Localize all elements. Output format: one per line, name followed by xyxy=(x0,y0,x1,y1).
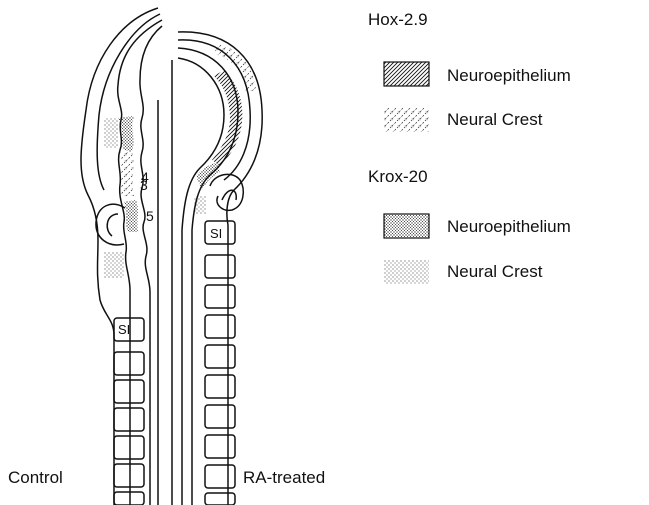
ra-krox20-neuroepithelium xyxy=(196,162,220,190)
ra-neural-tube-outer xyxy=(178,48,238,505)
legend-label-krox-neuroepithelium: Neuroepithelium xyxy=(447,217,571,236)
ra-treated-embryo-label: RA-treated xyxy=(243,468,325,487)
ra-somite-7 xyxy=(205,405,235,428)
control-hox-neuroepithelium-r4 xyxy=(120,152,134,196)
ra-otic-vesicle xyxy=(210,174,243,210)
ra-treated-embryo xyxy=(172,32,262,505)
legend-swatch-krox-neural-crest xyxy=(384,260,429,284)
legend-swatch-krox-neuroepithelium xyxy=(384,214,429,238)
control-embryo-label: Control xyxy=(8,468,63,487)
legend-swatch-hox-neural-crest xyxy=(384,108,429,132)
control-neural-tube-left xyxy=(118,20,162,505)
control-somite-6 xyxy=(114,464,144,487)
control-somite-7 xyxy=(114,492,144,505)
control-krox20-neural-crest-upper xyxy=(104,118,118,148)
control-somite-4 xyxy=(114,408,144,431)
ra-somite-8 xyxy=(205,435,235,458)
control-somite-label: SI xyxy=(118,322,130,337)
ra-somite-10 xyxy=(205,493,235,505)
legend: Hox-2.9 Neuroepithelium Neural Crest Kro… xyxy=(368,10,571,284)
ra-somite-2 xyxy=(205,255,235,278)
control-somite-2 xyxy=(114,352,144,375)
control-somite-5 xyxy=(114,436,144,459)
control-rhombomere-4-label: 4 xyxy=(141,169,149,185)
ra-krox20-neural-crest xyxy=(194,196,206,214)
legend-label-krox-neural-crest: Neural Crest xyxy=(447,262,543,281)
ra-somite-9 xyxy=(205,465,235,488)
control-somite-3 xyxy=(114,380,144,403)
control-somites xyxy=(114,318,144,505)
legend-gene-krox-20: Krox-20 xyxy=(368,167,428,186)
control-otic-vesicle xyxy=(96,204,125,245)
ra-somite-label: SI xyxy=(210,226,222,241)
ra-somites xyxy=(205,221,235,505)
control-krox20-neuroepithelium-r5 xyxy=(124,200,138,232)
legend-label-hox-neuroepithelium: Neuroepithelium xyxy=(447,66,571,85)
legend-gene-hox-2-9: Hox-2.9 xyxy=(368,10,428,29)
ra-somite-5 xyxy=(205,345,235,368)
control-krox20-neural-crest xyxy=(104,252,124,278)
ra-neural-tube-inner xyxy=(178,58,224,505)
ra-somite-6 xyxy=(205,375,235,398)
control-rhombomere-5-label: 5 xyxy=(146,208,154,224)
ra-somite-4 xyxy=(205,315,235,338)
ra-somite-3 xyxy=(205,285,235,308)
legend-label-hox-neural-crest: Neural Crest xyxy=(447,110,543,129)
legend-swatch-hox-neuroepithelium xyxy=(384,62,429,86)
